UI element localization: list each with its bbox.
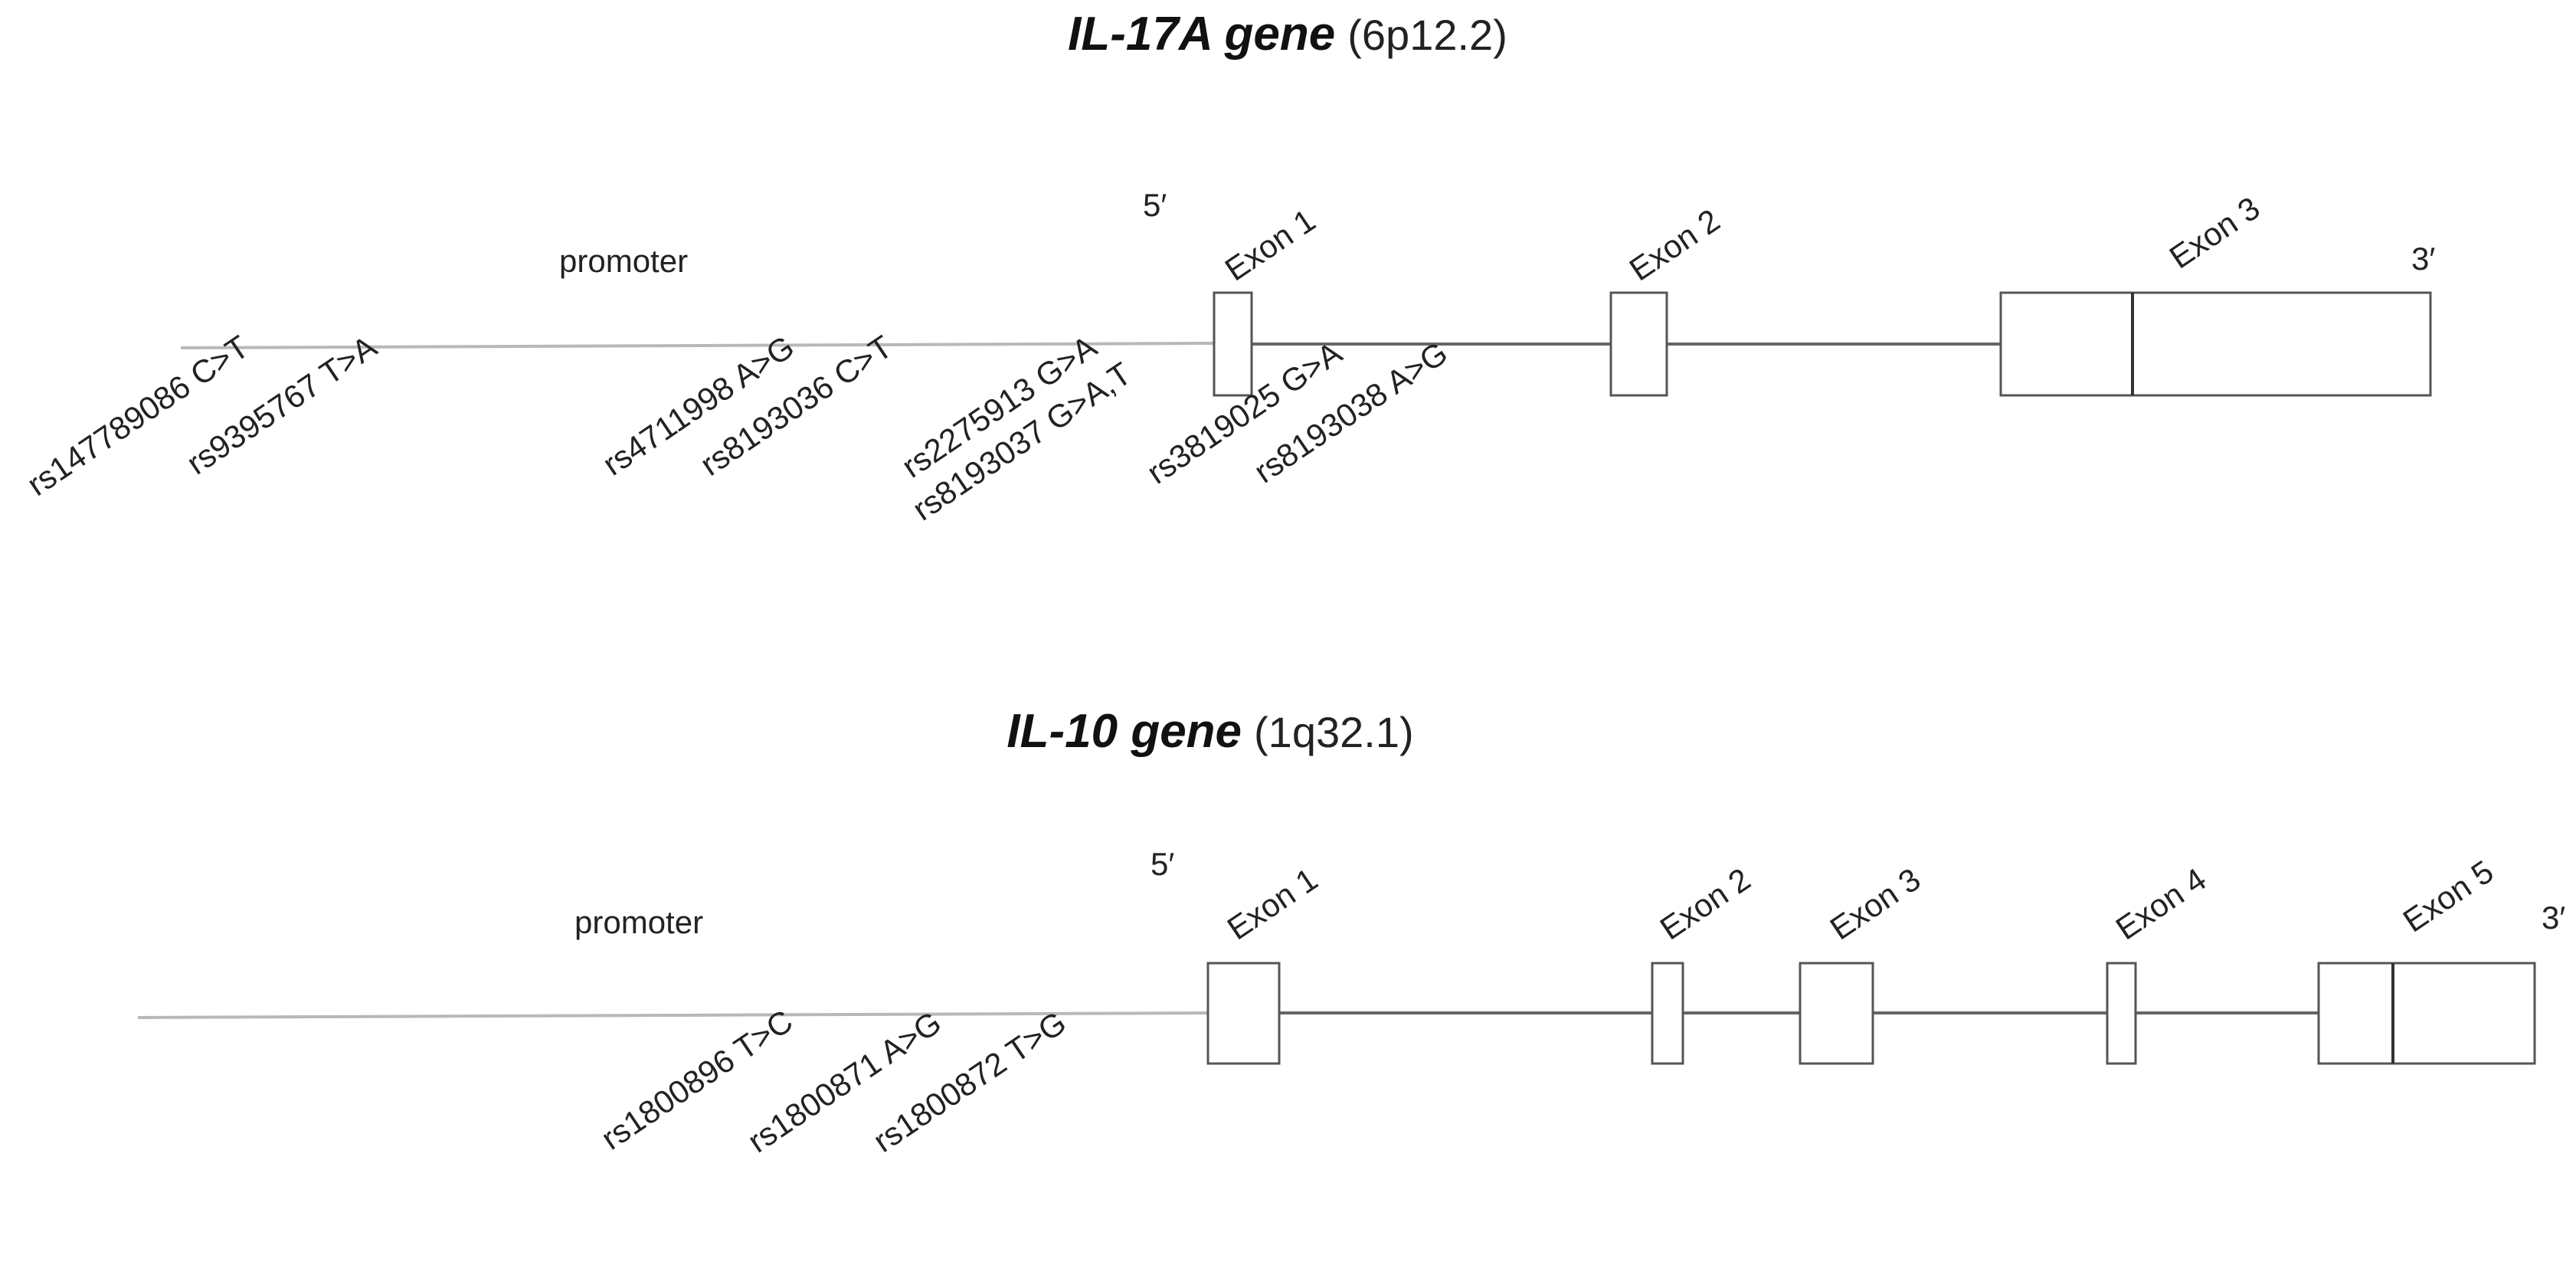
il10-promoter-label: promoter	[574, 904, 703, 940]
il10-exon-2-label: Exon 2	[1654, 860, 1757, 946]
il10-promoter-line	[137, 1011, 1209, 1019]
il10-title: IL-10 gene(1q32.1)	[1007, 705, 1413, 758]
il17a-promoter-label: promoter	[559, 243, 688, 279]
il17a-gene-name: IL-17A gene	[1068, 8, 1335, 61]
il10-exon-4-label: Exon 4	[2110, 860, 2213, 946]
il10-gene-name: IL-10 gene	[1007, 705, 1242, 758]
il17a-exon-2	[1609, 291, 1668, 397]
il10-exon-3	[1799, 962, 1874, 1065]
il17a-exon-1-label: Exon 1	[1219, 202, 1322, 287]
il10-exon-2	[1651, 962, 1684, 1065]
il17a-snp-label: rs147789086 C>T	[21, 328, 255, 503]
il17a-locus: (6p12.2)	[1347, 11, 1507, 59]
il10-exon-5-label: Exon 5	[2397, 853, 2500, 939]
il10-exon-1-label: Exon 1	[1221, 860, 1324, 946]
il10-gene-panel: IL-10 gene(1q32.1) promoter 5′ 3′ Exon 1…	[137, 705, 2565, 1159]
il17a-snp-label: rs8193038 A>G	[1248, 334, 1454, 490]
il10-exon-1	[1206, 962, 1281, 1065]
il17a-exon-3-label: Exon 3	[2163, 189, 2267, 275]
il10-exon-4	[2106, 962, 2137, 1065]
il17a-three-prime-label: 3′	[2411, 241, 2435, 277]
il17a-five-prime-label: 5′	[1143, 187, 1167, 223]
il17a-exon-2-label: Exon 2	[1623, 202, 1727, 287]
il10-three-prime-label: 3′	[2542, 900, 2565, 936]
il10-exon-5	[2317, 962, 2536, 1065]
il17a-promoter-line	[180, 342, 1215, 349]
il10-five-prime-label: 5′	[1151, 846, 1174, 882]
il17a-exon-1	[1213, 291, 1253, 397]
il17a-gene-panel: IL-17A gene(6p12.2) promoter 5′ 3′ Exon …	[21, 8, 2435, 528]
il17a-title: IL-17A gene(6p12.2)	[1068, 8, 1507, 61]
il10-exon-3-label: Exon 3	[1824, 860, 1927, 946]
il17a-exon-3	[1999, 291, 2432, 397]
il10-locus: (1q32.1)	[1254, 708, 1414, 756]
